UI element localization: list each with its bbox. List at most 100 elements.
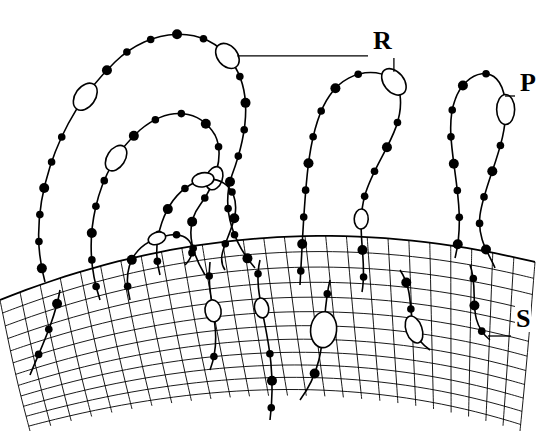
bead-dot — [215, 143, 223, 151]
mesh-line — [503, 257, 514, 426]
part-label: R — [372, 28, 393, 54]
bead-dot — [469, 301, 479, 311]
bead-dot — [458, 80, 468, 90]
mesh-line — [469, 249, 472, 417]
bead-dot — [394, 119, 402, 127]
mesh-line — [202, 245, 230, 398]
mesh-line — [284, 237, 306, 396]
mesh-line — [161, 252, 191, 401]
bead-dot — [476, 220, 484, 228]
bead-dot — [129, 131, 139, 141]
bead-dot — [357, 245, 367, 255]
bead-dot — [323, 290, 331, 298]
bead-dot — [267, 376, 277, 386]
mesh-line — [18, 339, 526, 385]
bead-dot — [453, 239, 463, 249]
mesh-line — [121, 261, 152, 406]
bead-dot — [200, 35, 208, 43]
bead-dot — [205, 272, 213, 280]
bead-dot — [87, 228, 97, 238]
segment-ellipse — [101, 142, 131, 175]
bead-dot — [371, 167, 379, 175]
mesh-line — [520, 262, 535, 431]
bead-dot — [52, 299, 62, 309]
bead-dot — [300, 213, 308, 221]
bead-dot — [173, 231, 181, 239]
bead-dot — [58, 133, 66, 141]
polymer-chain — [400, 270, 430, 350]
surface-edge — [0, 236, 535, 300]
bead-dot — [102, 65, 112, 75]
part-label: S — [515, 306, 531, 332]
polymer-chain — [157, 179, 236, 275]
bead-dot — [240, 126, 248, 134]
polymer-chain — [39, 34, 255, 282]
mesh-line — [223, 242, 250, 396]
bead-dot — [360, 273, 368, 281]
mesh-line — [5, 267, 532, 326]
bead-dot — [480, 193, 488, 201]
bead-dot — [37, 263, 47, 273]
bead-dot — [487, 166, 497, 176]
bead-dot — [222, 240, 230, 248]
bead-dot — [297, 239, 307, 249]
mesh-line — [141, 256, 172, 403]
mesh-line — [450, 245, 451, 412]
bead-dot — [201, 194, 209, 202]
bead-dot — [229, 213, 239, 223]
polymer-chain — [258, 260, 272, 420]
bead-dot — [310, 368, 320, 378]
bead-dot — [297, 267, 305, 275]
segment-ellipse — [253, 297, 271, 319]
bead-dot — [497, 142, 505, 150]
bead-dot — [449, 159, 459, 169]
bead-dot — [455, 214, 463, 222]
mesh-line — [23, 365, 523, 406]
bead-dot — [172, 29, 182, 39]
bead-dot — [242, 253, 252, 263]
surface-mesh — [0, 236, 535, 431]
bead-dot — [266, 350, 274, 358]
bead-dot — [100, 177, 108, 185]
mesh-line — [430, 243, 434, 409]
bead-dot — [241, 98, 251, 108]
bead-dot — [36, 211, 44, 219]
leader-line — [488, 335, 511, 336]
bead-dot — [92, 202, 100, 210]
segment-ellipse — [204, 299, 223, 323]
bead-dot — [45, 326, 53, 334]
segment-ellipse — [146, 230, 167, 247]
bead-dot — [35, 238, 43, 246]
leader-line — [237, 55, 368, 56]
bead-dot — [178, 110, 186, 118]
bead-dot — [152, 116, 160, 124]
bead-dot — [224, 205, 232, 213]
bead-dot — [267, 404, 275, 412]
bead-dot — [154, 257, 162, 265]
bead-dot — [361, 193, 369, 201]
segment-ellipse — [309, 311, 338, 349]
bead-dot — [454, 187, 462, 195]
mesh-line — [264, 238, 288, 396]
bead-dot — [231, 231, 239, 239]
bead-dot — [147, 36, 155, 44]
bead-dot — [181, 185, 189, 193]
bead-dot — [228, 188, 236, 196]
leader-lines — [237, 56, 515, 336]
leader-line — [505, 95, 515, 96]
mesh-line — [13, 312, 528, 363]
bead-dot — [88, 256, 96, 264]
bead-dot — [330, 83, 340, 93]
bead-dot — [48, 158, 56, 166]
bead-dot — [235, 152, 243, 160]
polymer-chain — [470, 265, 490, 340]
bead-dot — [201, 119, 211, 129]
bead-dot — [447, 133, 455, 141]
mesh-line — [367, 237, 380, 401]
bead-dot — [382, 142, 392, 152]
bead-dot — [236, 73, 244, 81]
segment-ellipse — [68, 79, 102, 115]
polymer-chains — [30, 29, 515, 420]
bead-dot — [481, 244, 491, 254]
